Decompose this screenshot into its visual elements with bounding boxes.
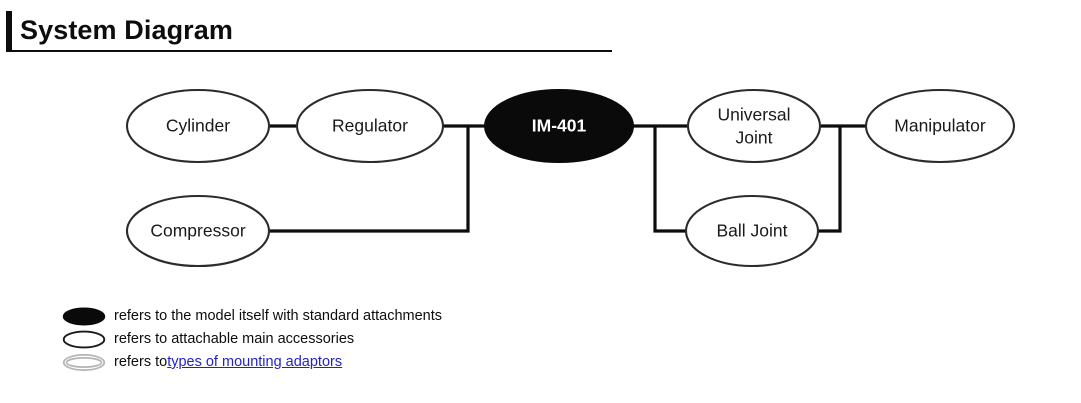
node-regulator-label: Regulator [332,116,408,136]
node-cylinder-label: Cylinder [166,116,230,136]
legend-text-prefix: refers to [114,354,168,370]
node-model-im401-shape [484,89,634,163]
node-ball-joint[interactable]: Ball Joint [684,194,820,268]
node-cylinder[interactable]: Cylinder [125,88,271,164]
light-outline-ellipse-icon [62,353,106,372]
filled-ellipse-icon [62,307,106,326]
title-accent-bar [6,11,12,50]
connector-rightbus-balljoint [653,126,686,233]
page-header: System Diagram [0,0,1081,62]
mounting-adaptors-link[interactable]: types of mounting adaptors [167,354,343,370]
legend-text: refers to the model itself with standard… [114,308,443,324]
legend-row: refers to the model itself with standard… [62,306,762,327]
node-universal-joint-label-line2: Joint [736,128,773,148]
node-model-im401[interactable]: IM-401 [484,89,634,163]
node-compressor-label: Compressor [150,221,245,241]
connector-balljoint-manipulator [818,126,842,233]
node-manipulator[interactable]: Manipulator [864,88,1016,164]
node-regulator[interactable]: Regulator [295,88,445,164]
outline-ellipse-icon [62,330,106,349]
node-universal-joint[interactable]: Universal Joint [686,88,822,164]
node-compressor[interactable]: Compressor [125,194,271,268]
diagram-connectors [269,124,869,233]
node-manipulator-shape [864,88,1016,164]
node-model-im401-label: IM-401 [532,116,587,136]
node-ball-joint-label: Ball Joint [716,221,787,241]
node-universal-joint-shape [686,88,822,164]
connector-compressor-bus [269,126,470,233]
node-manipulator-label: Manipulator [894,116,986,136]
page-title: System Diagram [20,15,233,45]
node-cylinder-shape [125,88,271,164]
legend-row: refers to types of mounting adaptors [62,352,762,373]
legend-text: refers to attachable main accessories [114,331,355,347]
legend-row: refers to attachable main accessories [62,329,762,350]
node-ball-joint-shape [684,194,820,268]
diagram-legend: refers to the model itself with standard… [62,306,762,375]
node-compressor-shape [125,194,271,268]
system-diagram: Cylinder Regulator Compressor IM-401 Uni… [0,62,1081,292]
node-regulator-shape [295,88,445,164]
title-divider-rule [6,50,612,52]
node-universal-joint-label-line1: Universal [718,105,791,125]
diagram-canvas: Cylinder Regulator Compressor IM-401 Uni… [125,88,1016,268]
